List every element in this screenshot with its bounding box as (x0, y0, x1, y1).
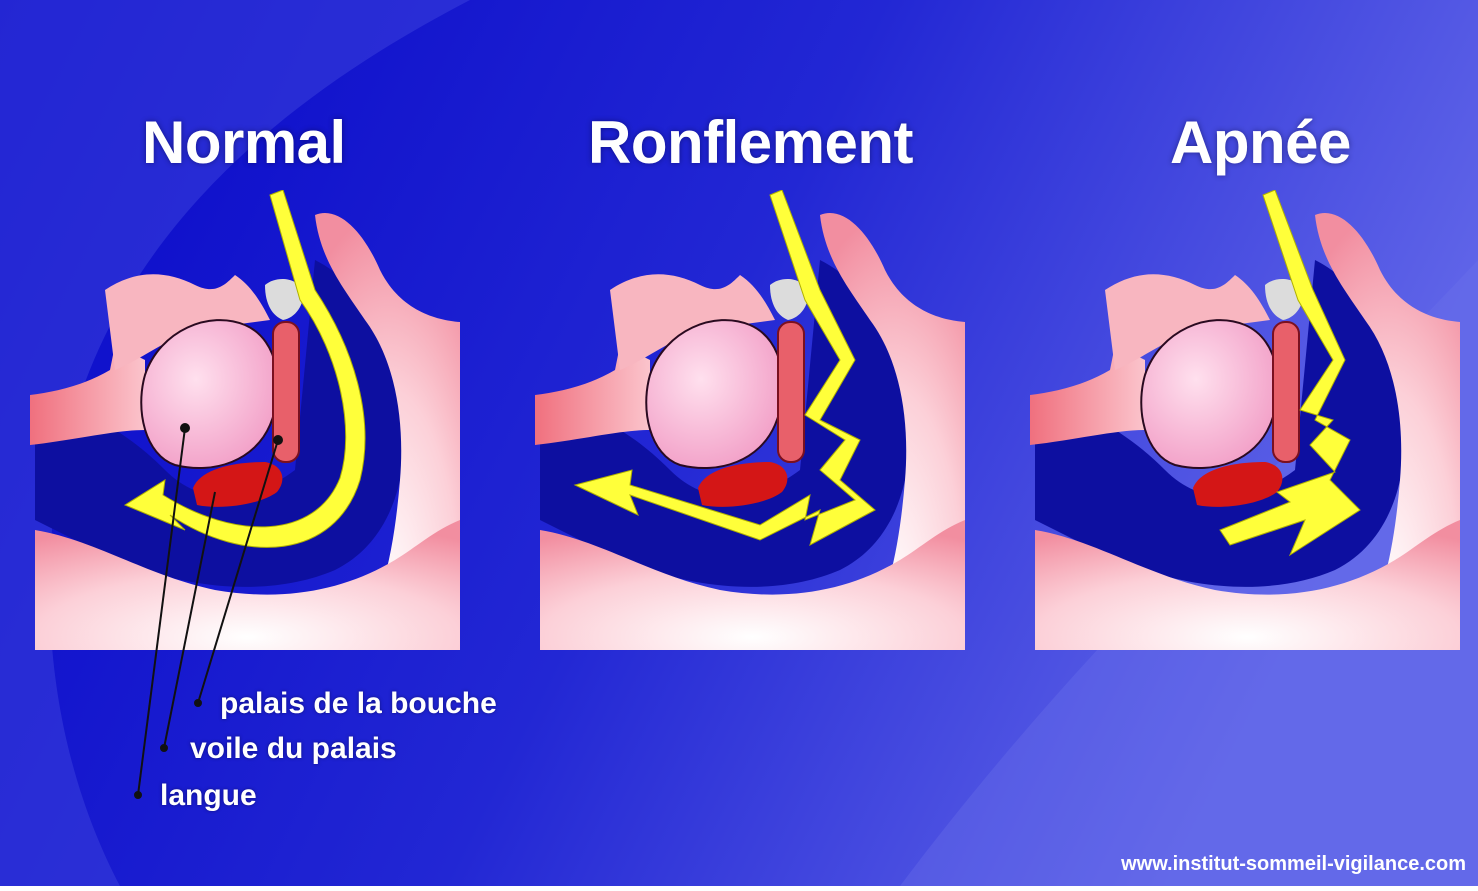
pointer-tongue-dot (181, 424, 189, 432)
label-palate: palais de la bouche (220, 686, 497, 722)
title-apnea: Apnée (1170, 108, 1351, 178)
pointer-palate-end (195, 700, 201, 706)
label-tongue: langue (160, 778, 257, 814)
title-normal: Normal (142, 108, 346, 178)
label-soft-palate: voile du palais (190, 731, 397, 767)
source-credit: www.institut-sommeil-vigilance.com (1121, 852, 1466, 876)
title-snoring: Ronflement (588, 108, 913, 178)
pointer-soft-palate-end (161, 745, 167, 751)
pointer-palate-dot (274, 436, 282, 444)
pointer-tongue-end (135, 792, 141, 798)
